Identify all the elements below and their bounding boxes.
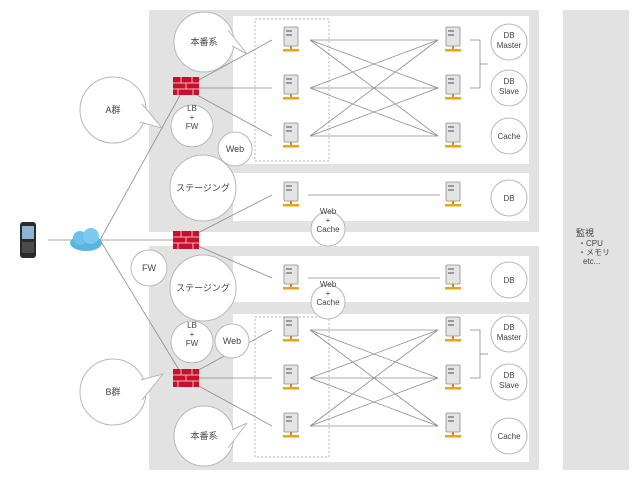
production-b-label: 本番系	[190, 430, 217, 441]
staging-b-box	[233, 256, 529, 302]
group-a-label: A群	[105, 104, 120, 115]
group-b-label: B群	[105, 386, 120, 397]
wires	[48, 39, 488, 427]
cache-b-label: Cache	[497, 432, 521, 441]
firewall-icon	[172, 230, 200, 250]
monitor-item: ・CPU	[578, 239, 603, 248]
production-a-label: 本番系	[190, 36, 217, 47]
bubbles	[79, 11, 528, 467]
firewall-icon	[172, 76, 200, 96]
web-a-label: Web	[226, 144, 244, 154]
monitor-title: 監視	[576, 227, 594, 238]
arrow-a-icon	[539, 85, 557, 103]
mesh-a	[309, 39, 439, 137]
production-b-box	[233, 314, 529, 462]
cloud-icon	[70, 228, 102, 251]
monitor-panel	[563, 10, 629, 470]
web-cluster-a	[254, 18, 330, 162]
db-staging-a-label: DB	[503, 194, 514, 203]
monitor-item: ・メモリ	[578, 248, 610, 257]
lb-fw-b-label: LB+FW	[186, 321, 199, 348]
arrow-b-icon	[539, 375, 557, 393]
web-b-label: Web	[223, 336, 241, 346]
db-staging-b-label: DB	[503, 276, 514, 285]
mesh-b	[309, 329, 439, 427]
lb-fw-a-label: LB+FW	[186, 104, 199, 131]
firewall-icon	[172, 368, 200, 388]
mobile-phone-icon	[20, 222, 36, 258]
staging-a-label: ステージング	[176, 182, 230, 193]
web-cache-b-label: Web+Cache	[316, 280, 340, 307]
monitor-item: etc...	[583, 257, 600, 266]
web-cache-a-label: Web+Cache	[316, 207, 340, 234]
staging-b-label: ステージング	[176, 282, 230, 293]
production-a-box	[233, 16, 529, 164]
fw-label: FW	[142, 263, 156, 273]
staging-a-box	[233, 173, 529, 221]
cache-a-label: Cache	[497, 132, 521, 141]
